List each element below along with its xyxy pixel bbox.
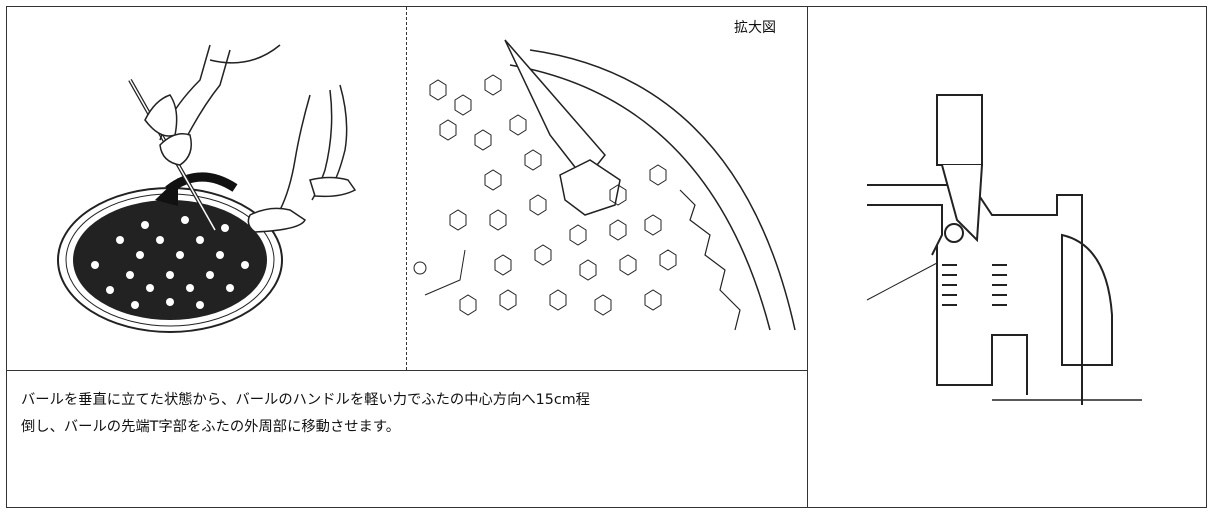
column-divider	[807, 6, 808, 508]
instruction-caption: バールを垂直に立てた状態から、バールのハンドルを軽い力でふたの中心方向へ15cm…	[21, 387, 781, 441]
worker-pry-bar-illustration	[57, 44, 357, 333]
instruction-table	[6, 6, 1207, 508]
enlarged-view-label: 拡大図	[734, 20, 776, 36]
dashed-divider	[406, 7, 407, 370]
cross-section-illustration	[866, 94, 1142, 405]
enlarged-view-illustration	[413, 39, 796, 331]
caption-line-2: 倒し、バールの先端T字部をふたの外周部に移動させます。	[21, 419, 401, 435]
caption-line-1: バールを垂直に立てた状態から、バールのハンドルを軽い力でふたの中心方向へ15cm…	[21, 392, 590, 408]
row-divider	[6, 370, 808, 371]
